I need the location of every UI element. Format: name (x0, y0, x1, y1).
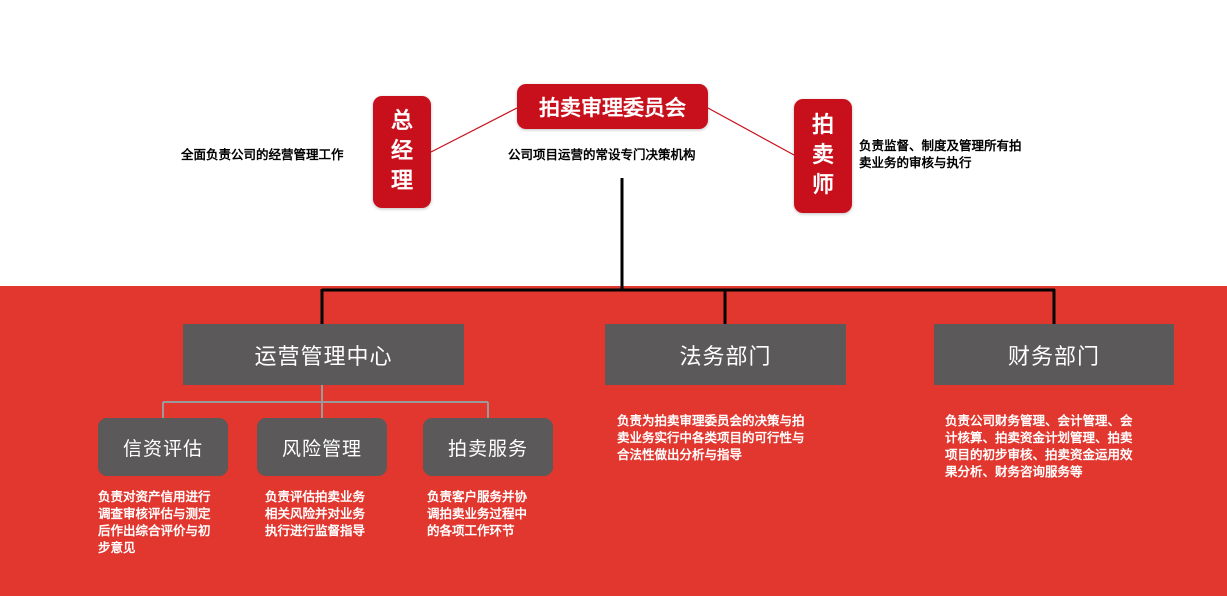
sub-risk-management-box: 风险管理 (257, 418, 387, 476)
dept-legal-description: 负责为拍卖审理委员会的决策与拍 卖业务实行中各类项目的可行性与 合法性做出分析与… (617, 412, 857, 463)
risk-desc-line: 相关风险并对业务 (265, 506, 366, 521)
dept-finance-title: 财务部门 (1007, 344, 1100, 370)
sub-credit-assessment-box: 信资评估 (98, 418, 228, 476)
general-manager-box: 总 经 理 (373, 96, 431, 208)
risk-desc-line: 负责评估拍卖业务 (265, 489, 366, 504)
finance-desc-line: 计核算、拍卖资金计划管理、拍卖 (945, 430, 1133, 445)
auctioneer-desc-line: 负责监督、制度及管理所有拍 (859, 138, 1022, 153)
sub-risk-management-description: 负责评估拍卖业务 相关风险并对业务 执行进行监督指导 (265, 488, 405, 539)
auctioneer-desc-line: 卖业务的审核与执行 (859, 155, 972, 170)
dept-operations-box: 运营管理中心 (183, 324, 464, 385)
dept-finance-box: 财务部门 (934, 324, 1174, 385)
general-manager-description: 全面负责公司的经营管理工作 (181, 147, 344, 162)
auctioneer-char-1: 拍 (811, 113, 834, 138)
auctioneer-char-3: 师 (811, 173, 834, 198)
finance-desc-line: 果分析、财务咨询服务等 (945, 464, 1083, 479)
legal-desc-line: 合法性做出分析与指导 (617, 447, 743, 462)
credit-desc-line: 调查审核评估与测定 (98, 506, 211, 521)
dept-finance-description: 负责公司财务管理、会计管理、会 计核算、拍卖资金计划管理、拍卖 项目的初步审核、… (945, 412, 1185, 480)
risk-desc-line: 执行进行监督指导 (265, 523, 366, 538)
legal-desc-line: 负责为拍卖审理委员会的决策与拍 (617, 413, 805, 428)
auction-desc-line: 的各项工作环节 (427, 523, 515, 538)
auctioneer-char-2: 卖 (811, 143, 834, 168)
sub-credit-assessment-description: 负责对资产信用进行 调查审核评估与测定 后作出综合评价与初 步意见 (98, 488, 238, 556)
credit-desc-line: 后作出综合评价与初 (98, 523, 211, 538)
auctioneer-box: 拍 卖 师 (794, 99, 852, 213)
credit-desc-line: 负责对资产信用进行 (98, 489, 211, 504)
dept-operations-title: 运营管理中心 (254, 344, 393, 370)
finance-desc-line: 项目的初步审核、拍卖资金运用效 (945, 447, 1133, 462)
auctioneer-description: 负责监督、制度及管理所有拍 卖业务的审核与执行 (859, 137, 1059, 171)
auction-desc-line: 负责客户服务并协 (427, 489, 528, 504)
finance-desc-line: 负责公司财务管理、会计管理、会 (945, 413, 1133, 428)
committee-description: 公司项目运营的常设专门决策机构 (508, 147, 696, 162)
auction-desc-line: 调拍卖业务过程中 (427, 506, 528, 521)
committee-box: 拍卖审理委员会 (517, 84, 708, 129)
gm-char-2: 经 (390, 139, 413, 164)
connector-committee-gm (430, 107, 518, 153)
sub-credit-assessment-title: 信资评估 (122, 437, 203, 460)
dept-legal-title: 法务部门 (679, 344, 772, 370)
sub-auction-service-description: 负责客户服务并协 调拍卖业务过程中 的各项工作环节 (427, 488, 567, 539)
sub-auction-service-box: 拍卖服务 (423, 418, 553, 476)
gm-char-1: 总 (390, 109, 413, 134)
sub-auction-service-title: 拍卖服务 (447, 437, 528, 460)
legal-desc-line: 卖业务实行中各类项目的可行性与 (617, 430, 805, 445)
sub-risk-management-title: 风险管理 (281, 437, 362, 460)
credit-desc-line: 步意见 (98, 540, 136, 555)
gm-char-3: 理 (390, 169, 413, 194)
dept-legal-box: 法务部门 (605, 324, 846, 385)
committee-title: 拍卖审理委员会 (539, 95, 686, 120)
